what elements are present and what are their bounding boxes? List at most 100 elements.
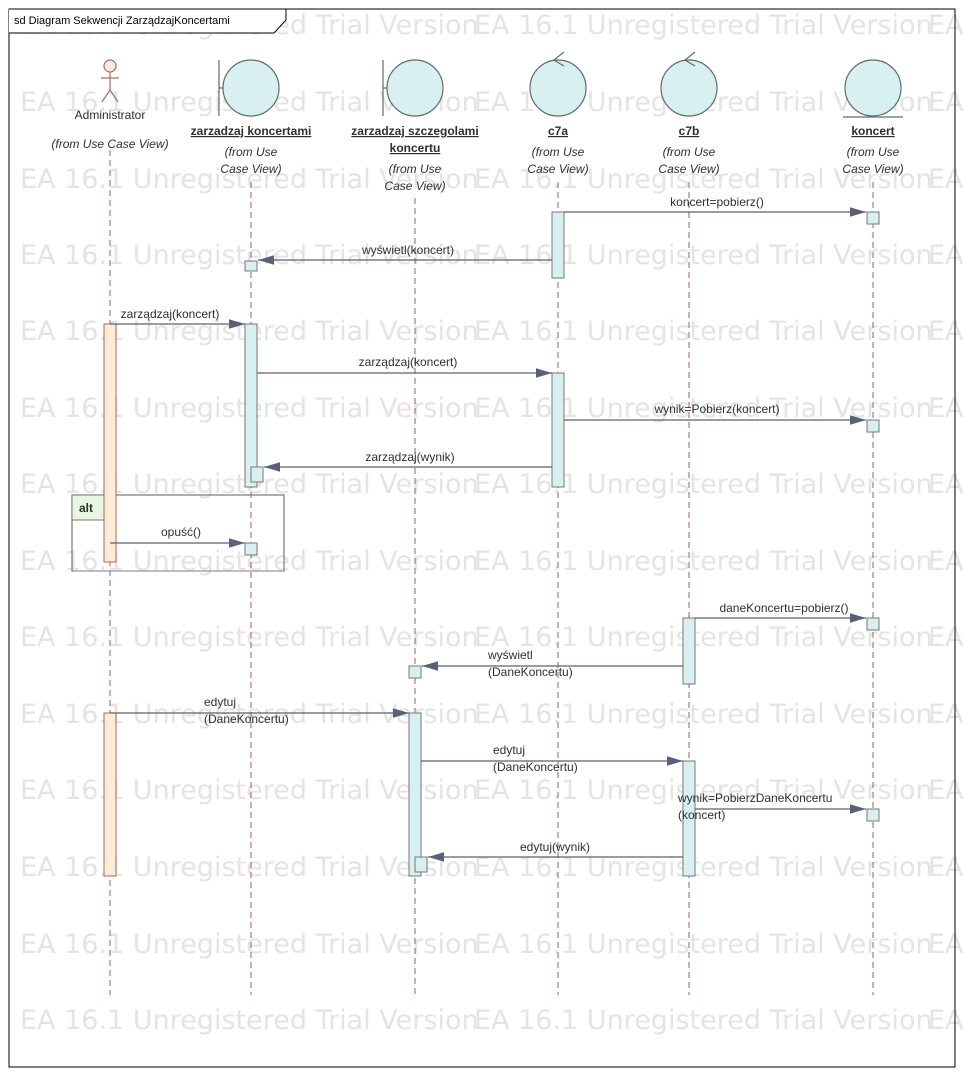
message-label: (koncert) xyxy=(678,808,725,822)
lifeline-name: koncert xyxy=(851,124,894,138)
watermark-text: EA 16.1 Unregistered Trial Version xyxy=(928,699,964,730)
lifeline-name: zarzadzaj koncertami xyxy=(191,124,312,138)
message-7[interactable]: opuść() xyxy=(110,525,245,548)
activation-bar xyxy=(408,712,422,877)
message-label: zarządzaj(wynik) xyxy=(365,450,454,464)
fragment-operator: alt xyxy=(79,501,93,515)
watermark-text: EA 16.1 Unregistered Trial Version xyxy=(20,1005,479,1036)
watermark-text: EA 16.1 Unregistered Trial Version xyxy=(928,240,964,271)
watermark-text: EA 16.1 Unregistered Trial Version xyxy=(20,775,479,806)
lifeline-name: c7b xyxy=(679,124,700,138)
activation-bar xyxy=(866,617,880,631)
message-label: (DaneKoncertu) xyxy=(488,665,573,679)
message-9[interactable]: wyświetl (DaneKoncertu) xyxy=(422,648,683,679)
watermark-text: EA 16.1 Unregistered Trial Version xyxy=(928,469,964,500)
message-13[interactable]: edytuj(wynik) xyxy=(428,840,683,862)
activation-bar xyxy=(866,419,880,433)
watermark-text: EA 16.1 Unregistered Trial Version xyxy=(474,1005,933,1036)
message-10[interactable]: edytuj(DaneKoncertu) xyxy=(110,695,409,726)
activation-bar xyxy=(244,542,258,556)
lifeline-origin-note: (from Use xyxy=(389,162,442,176)
control-icon xyxy=(660,51,718,117)
activation-bar xyxy=(866,211,880,225)
message-label: wynik=Pobierz(koncert) xyxy=(653,402,779,416)
lifeline-origin-note: (from Use Case View) xyxy=(51,137,168,151)
watermark-text: EA 16.1 Unregistered Trial Version xyxy=(20,929,479,960)
message-1[interactable]: koncert=pobierz() xyxy=(564,195,866,217)
activation-bar xyxy=(682,617,696,685)
lifeline-origin-note: (from Use xyxy=(847,145,900,159)
message-label: (DaneKoncertu) xyxy=(493,760,578,774)
messages: koncert=pobierz()wyświetl(koncert)zarząd… xyxy=(110,195,866,862)
watermark-text: EA 16.1 Unregistered Trial Version xyxy=(928,929,964,960)
watermark-text: EA 16.1 Unregistered Trial Version xyxy=(928,1005,964,1036)
entity-icon xyxy=(843,59,903,118)
watermark-text: EA 16.1 Unregistered Trial Version xyxy=(928,316,964,347)
message-label: edytuj(wynik) xyxy=(520,840,590,854)
watermark-text: EA 16.1 Unregistered Trial Version xyxy=(474,316,933,347)
watermark-text: EA 16.1 Unregistered Trial Version xyxy=(474,469,933,500)
message-12[interactable]: wynik=PobierzDaneKoncertu (koncert) xyxy=(677,791,866,822)
watermark-text: EA 16.1 Unregistered Trial Version xyxy=(928,775,964,806)
activation-bar xyxy=(414,856,428,873)
watermark-text: EA 16.1 Unregistered Trial Version xyxy=(474,775,933,806)
activation-bar xyxy=(551,211,565,279)
watermark-text: EA 16.1 Unregistered Trial Version xyxy=(20,164,479,195)
lifeline-origin-note: Case View) xyxy=(527,162,588,176)
lifeline-name: koncertu xyxy=(390,141,441,155)
boundary-icon xyxy=(218,59,280,117)
activation-bar xyxy=(244,260,258,272)
watermark-text: EA 16.1 Unregistered Trial Version xyxy=(474,240,933,271)
lifeline-origin-note: (from Use xyxy=(663,145,716,159)
watermark-text: EA 16.1 Unregistered Trial Version xyxy=(474,546,933,577)
boundary-icon xyxy=(382,59,444,117)
activations xyxy=(103,211,880,877)
lifeline-origin-note: Case View) xyxy=(220,162,281,176)
watermark-text: EA 16.1 Unregistered Trial Version xyxy=(928,852,964,883)
lifeline-origin-note: Case View) xyxy=(658,162,719,176)
message-8[interactable]: daneKoncertu=pobierz() xyxy=(695,601,866,623)
watermark-text: EA 16.1 Unregistered Trial Version xyxy=(20,622,479,653)
message-4[interactable]: zarządzaj(koncert) xyxy=(257,355,552,378)
message-6[interactable]: zarządzaj(wynik) xyxy=(264,450,552,472)
diagram-frame: sd Diagram Sekwencji ZarządzajKoncertami xyxy=(8,8,956,1068)
message-label: daneKoncertu=pobierz() xyxy=(719,601,848,615)
message-label: zarządzaj(koncert) xyxy=(121,307,220,321)
message-5[interactable]: wynik=Pobierz(koncert) xyxy=(564,402,866,425)
watermark-text: EA 16.1 Unregistered Trial Version xyxy=(928,393,964,424)
message-label: wyświetl xyxy=(487,648,533,662)
watermark-text: EA 16.1 Unregistered Trial Version xyxy=(474,622,933,653)
watermark-text: EA 16.1 Unregistered Trial Version xyxy=(928,10,964,41)
lifeline-name: c7a xyxy=(548,124,568,138)
watermark-text: EA 16.1 Unregistered Trial Version xyxy=(474,699,933,730)
watermark-text: EA 16.1 Unregistered Trial Version xyxy=(928,546,964,577)
watermark-text: EA 16.1 Unregistered Trial Version xyxy=(928,622,964,653)
watermark-text: EA 16.1 Unregistered Trial Version xyxy=(474,929,933,960)
lifeline-name: Administrator xyxy=(75,108,146,122)
watermark-text: EA 16.1 Unregistered Trial Version xyxy=(474,164,933,195)
message-11[interactable]: edytuj (DaneKoncertu) xyxy=(421,743,683,774)
message-label: opuść() xyxy=(161,525,201,539)
message-label: wyświetl(koncert) xyxy=(361,243,454,257)
message-3[interactable]: zarządzaj(koncert) xyxy=(110,307,245,329)
lifelines: Administrator(from Use Case View)zarzadz… xyxy=(51,51,904,995)
lifeline-origin-note: (from Use xyxy=(225,145,278,159)
watermark-text: EA 16.1 Unregistered Trial Version xyxy=(928,164,964,195)
message-label: koncert=pobierz() xyxy=(670,195,764,209)
activation-bar xyxy=(103,323,117,563)
message-label: zarządzaj(koncert) xyxy=(359,355,458,369)
activation-bar xyxy=(103,712,117,877)
lifeline-origin-note: Case View) xyxy=(842,162,903,176)
lifeline-origin-note: (from Use xyxy=(532,145,585,159)
activation-bar xyxy=(866,808,880,822)
message-2[interactable]: wyświetl(koncert) xyxy=(258,243,552,265)
message-label: edytuj xyxy=(493,743,525,757)
message-label: wynik=PobierzDaneKoncertu xyxy=(677,791,832,805)
watermark-text: EA 16.1 Unregistered Trial Version xyxy=(928,87,964,118)
